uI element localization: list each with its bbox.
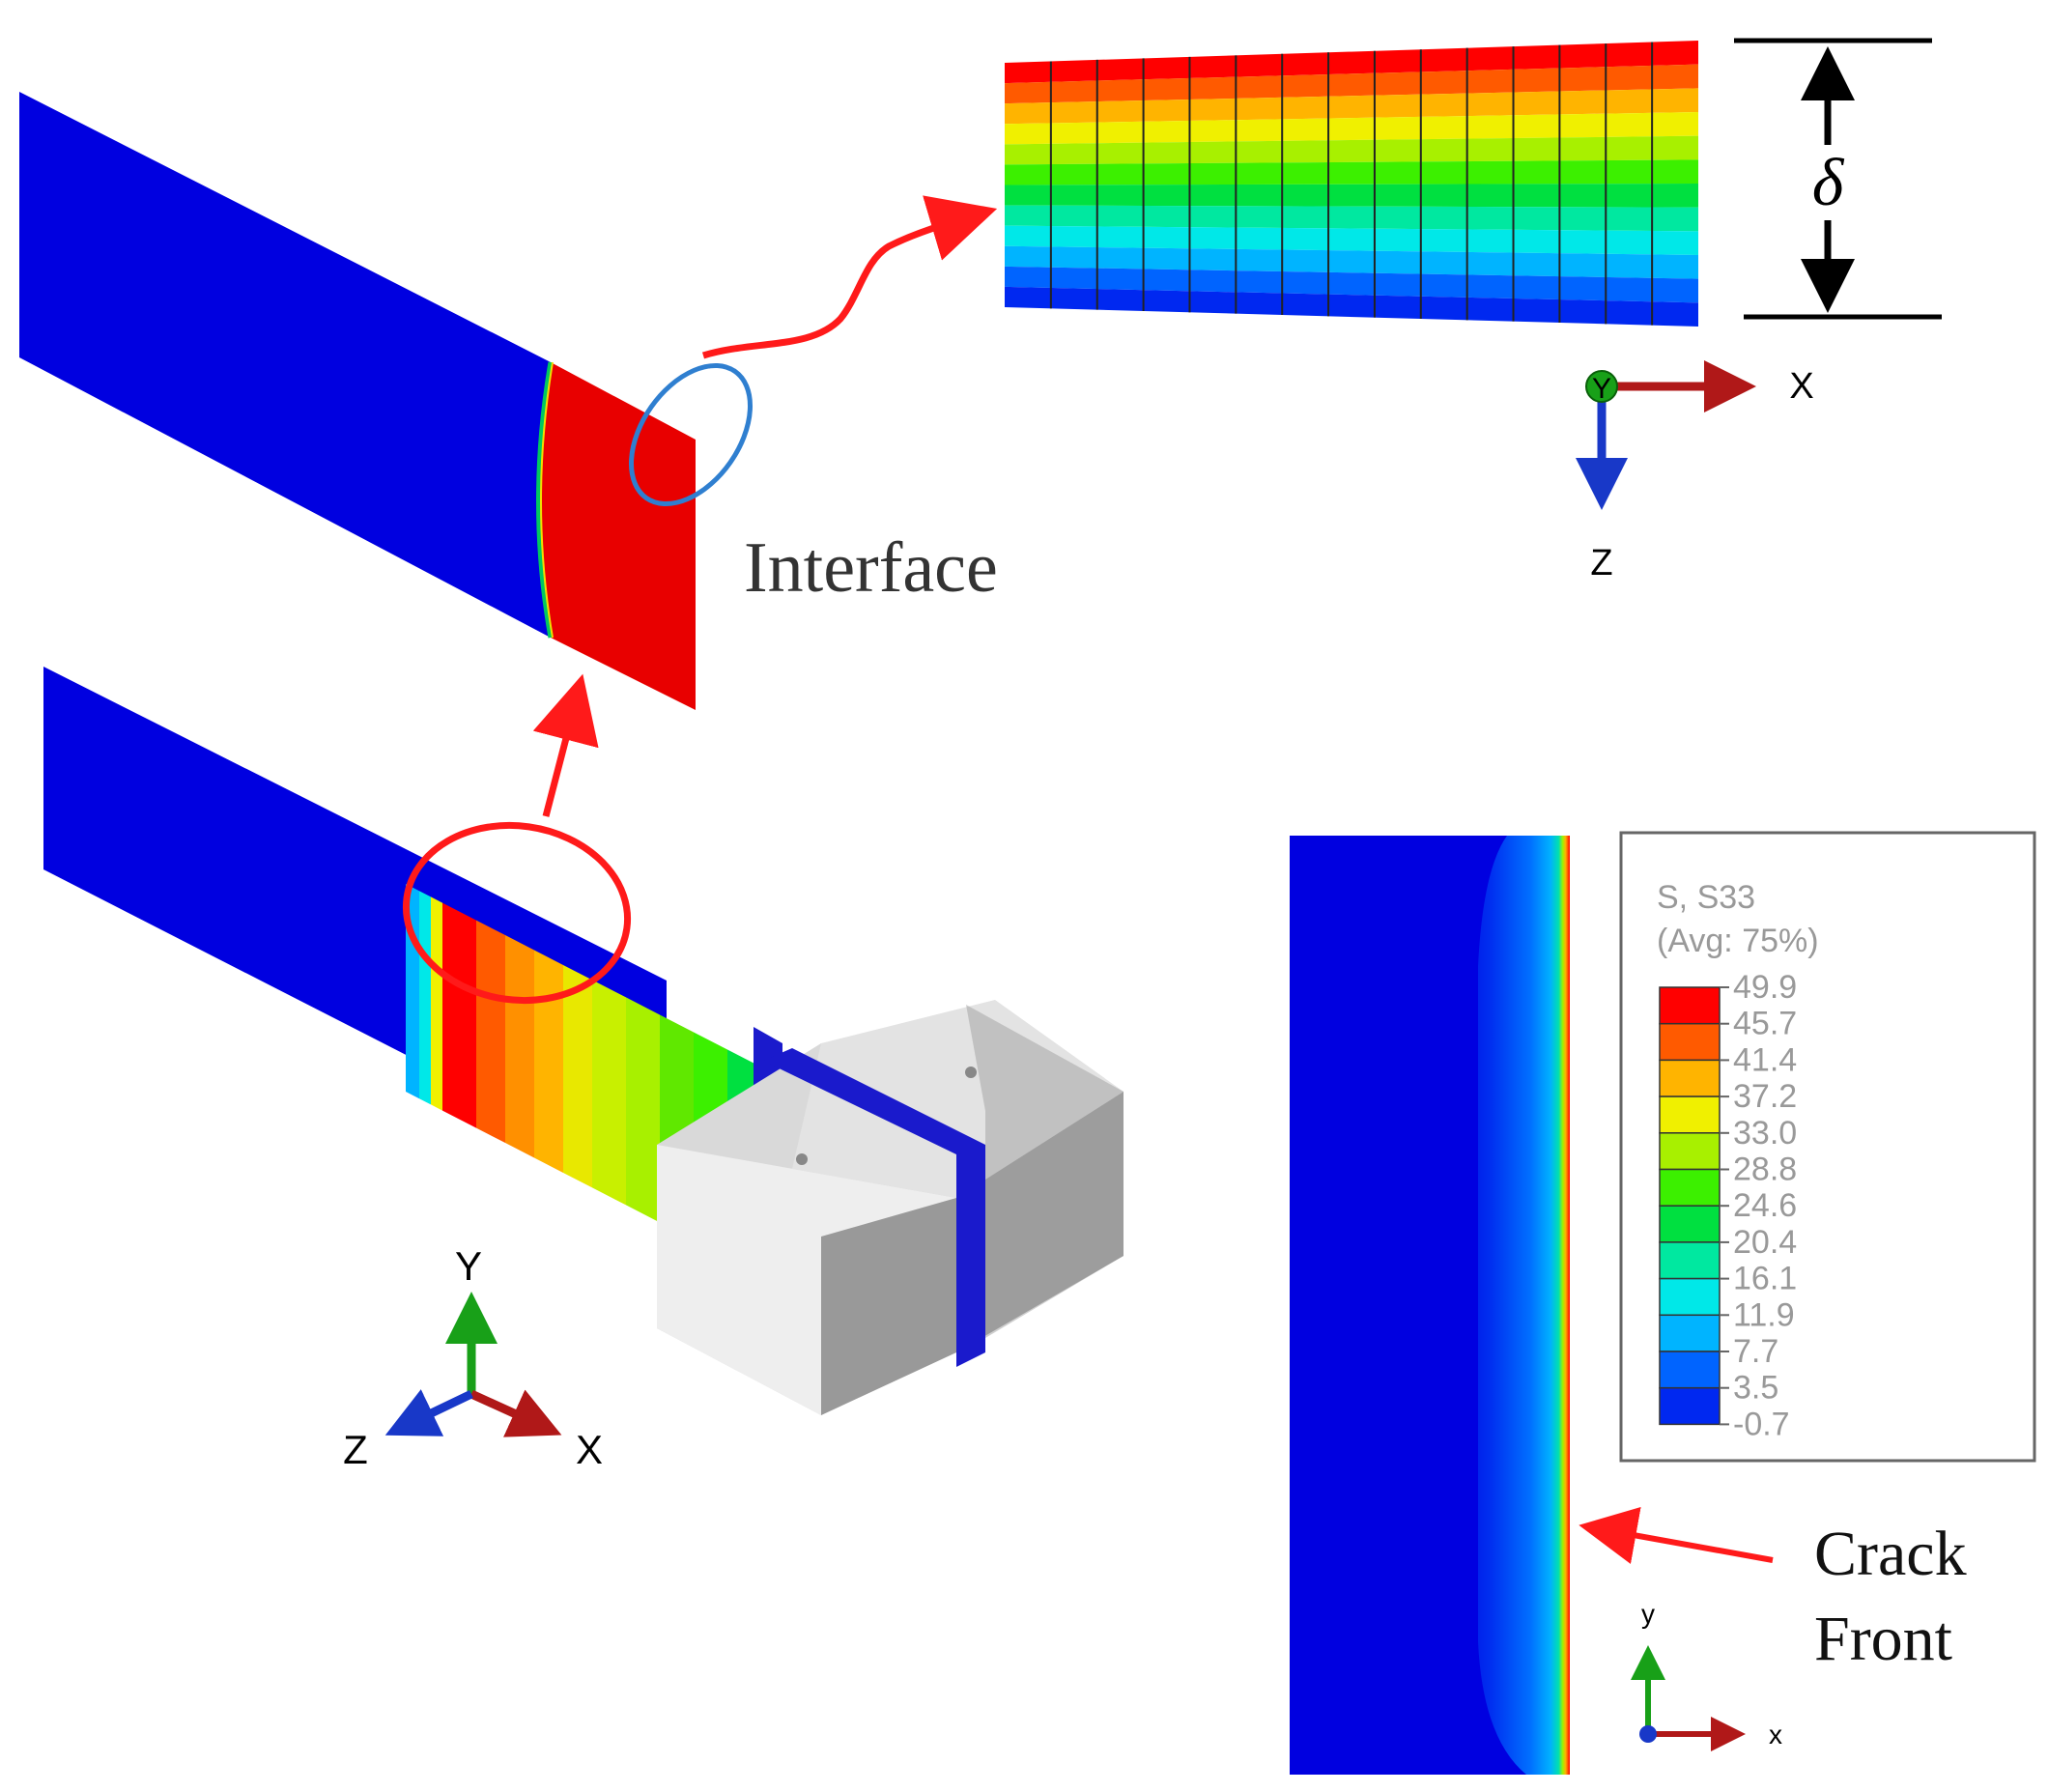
strip-band <box>1005 205 1698 232</box>
support-blocks <box>657 1000 1124 1415</box>
detail-y-label: Y <box>1592 373 1611 405</box>
crack-label-line2: Front <box>1814 1604 1952 1674</box>
contour-legend: S, S33 (Avg: 75%) 49.945.741.437.233.028… <box>1619 831 2036 1463</box>
strip-band <box>1005 88 1698 125</box>
legend-swatch <box>1659 1095 1721 1134</box>
beam-contour-band <box>442 902 476 1128</box>
strip-band <box>1005 159 1698 185</box>
delta-dimension: δ <box>1734 38 1942 320</box>
strip-band <box>1005 184 1698 208</box>
legend-averaging: (Avg: 75%) <box>1657 923 1819 959</box>
legend-value: 49.9 <box>1733 969 1797 1006</box>
beam-contour-band <box>592 980 626 1206</box>
legend-value: 41.4 <box>1733 1041 1797 1078</box>
strip-band <box>1005 64 1698 104</box>
legend-value: 37.2 <box>1733 1078 1797 1115</box>
beam-contour-band <box>431 896 442 1111</box>
lower-callout-circle <box>402 821 632 1005</box>
legend-value: 24.6 <box>1733 1187 1797 1224</box>
legend-value: 33.0 <box>1733 1115 1797 1152</box>
beam-contour-band <box>534 950 563 1173</box>
y-axis-arrow-icon <box>1585 370 1618 403</box>
legend-value: 28.8 <box>1733 1152 1797 1188</box>
beam-contour-band <box>563 964 592 1188</box>
strip-band <box>1005 266 1698 303</box>
strip-band <box>1005 225 1698 255</box>
detail-axis-triad: Y X Z <box>1576 360 1814 583</box>
legend-swatch <box>1659 1314 1721 1352</box>
legend-value: -0.7 <box>1733 1406 1790 1442</box>
beam-contour-band <box>419 891 431 1105</box>
legend-value: 16.1 <box>1733 1261 1797 1297</box>
interface-strip <box>1005 41 1698 327</box>
legend-swatch <box>1659 986 1721 1025</box>
legend-value: 11.9 <box>1733 1296 1795 1333</box>
legend-swatch <box>1659 1241 1721 1280</box>
crack-front-contour <box>1290 836 1570 1775</box>
strip-band <box>1005 112 1698 145</box>
strip-band <box>1005 41 1698 84</box>
strip-band <box>1005 286 1698 327</box>
main-x-label: X <box>576 1427 603 1472</box>
legend-variable: S, S33 <box>1657 879 1755 916</box>
crack-front-arrow-icon <box>1579 1506 1774 1564</box>
beam-contour-band <box>626 997 660 1223</box>
legend-swatch <box>1659 1132 1721 1171</box>
upper-beam <box>19 92 696 710</box>
legend-value: 3.5 <box>1733 1370 1778 1407</box>
legend-swatch <box>1659 1386 1721 1426</box>
interface-callout-circle <box>628 362 754 507</box>
strip-band <box>1005 245 1698 279</box>
contour-axis-triad: y x <box>1631 1599 1782 1751</box>
contour-x-label: x <box>1769 1720 1782 1749</box>
main-y-label: Y <box>455 1243 482 1289</box>
crack-label-line1: Crack <box>1814 1519 1967 1589</box>
legend-value: 45.7 <box>1733 1006 1797 1042</box>
detail-z-label: Z <box>1590 543 1612 583</box>
legend-swatch <box>1659 1022 1721 1062</box>
main-axis-triad: Y X Z <box>343 1243 603 1472</box>
beam-contour-band <box>476 920 505 1144</box>
legend-swatch <box>1659 1059 1721 1097</box>
detail-x-label: X <box>1789 366 1813 407</box>
legend-swatch <box>1659 1168 1721 1207</box>
legend-value: 7.7 <box>1733 1333 1778 1370</box>
strip-band <box>1005 135 1698 165</box>
callout-arrow-icon <box>701 195 998 359</box>
legend-swatch <box>1659 1351 1721 1389</box>
legend-value: 20.4 <box>1733 1224 1797 1261</box>
legend-swatch <box>1659 1205 1721 1243</box>
beam-contour-band <box>505 935 534 1158</box>
callout-up-arrow-icon <box>532 673 599 817</box>
legend-swatch <box>1659 1277 1721 1317</box>
contour-y-label: y <box>1641 1599 1655 1629</box>
interface-label: Interface <box>744 528 998 608</box>
delta-label: δ <box>1812 146 1845 220</box>
main-z-label: Z <box>343 1427 368 1472</box>
